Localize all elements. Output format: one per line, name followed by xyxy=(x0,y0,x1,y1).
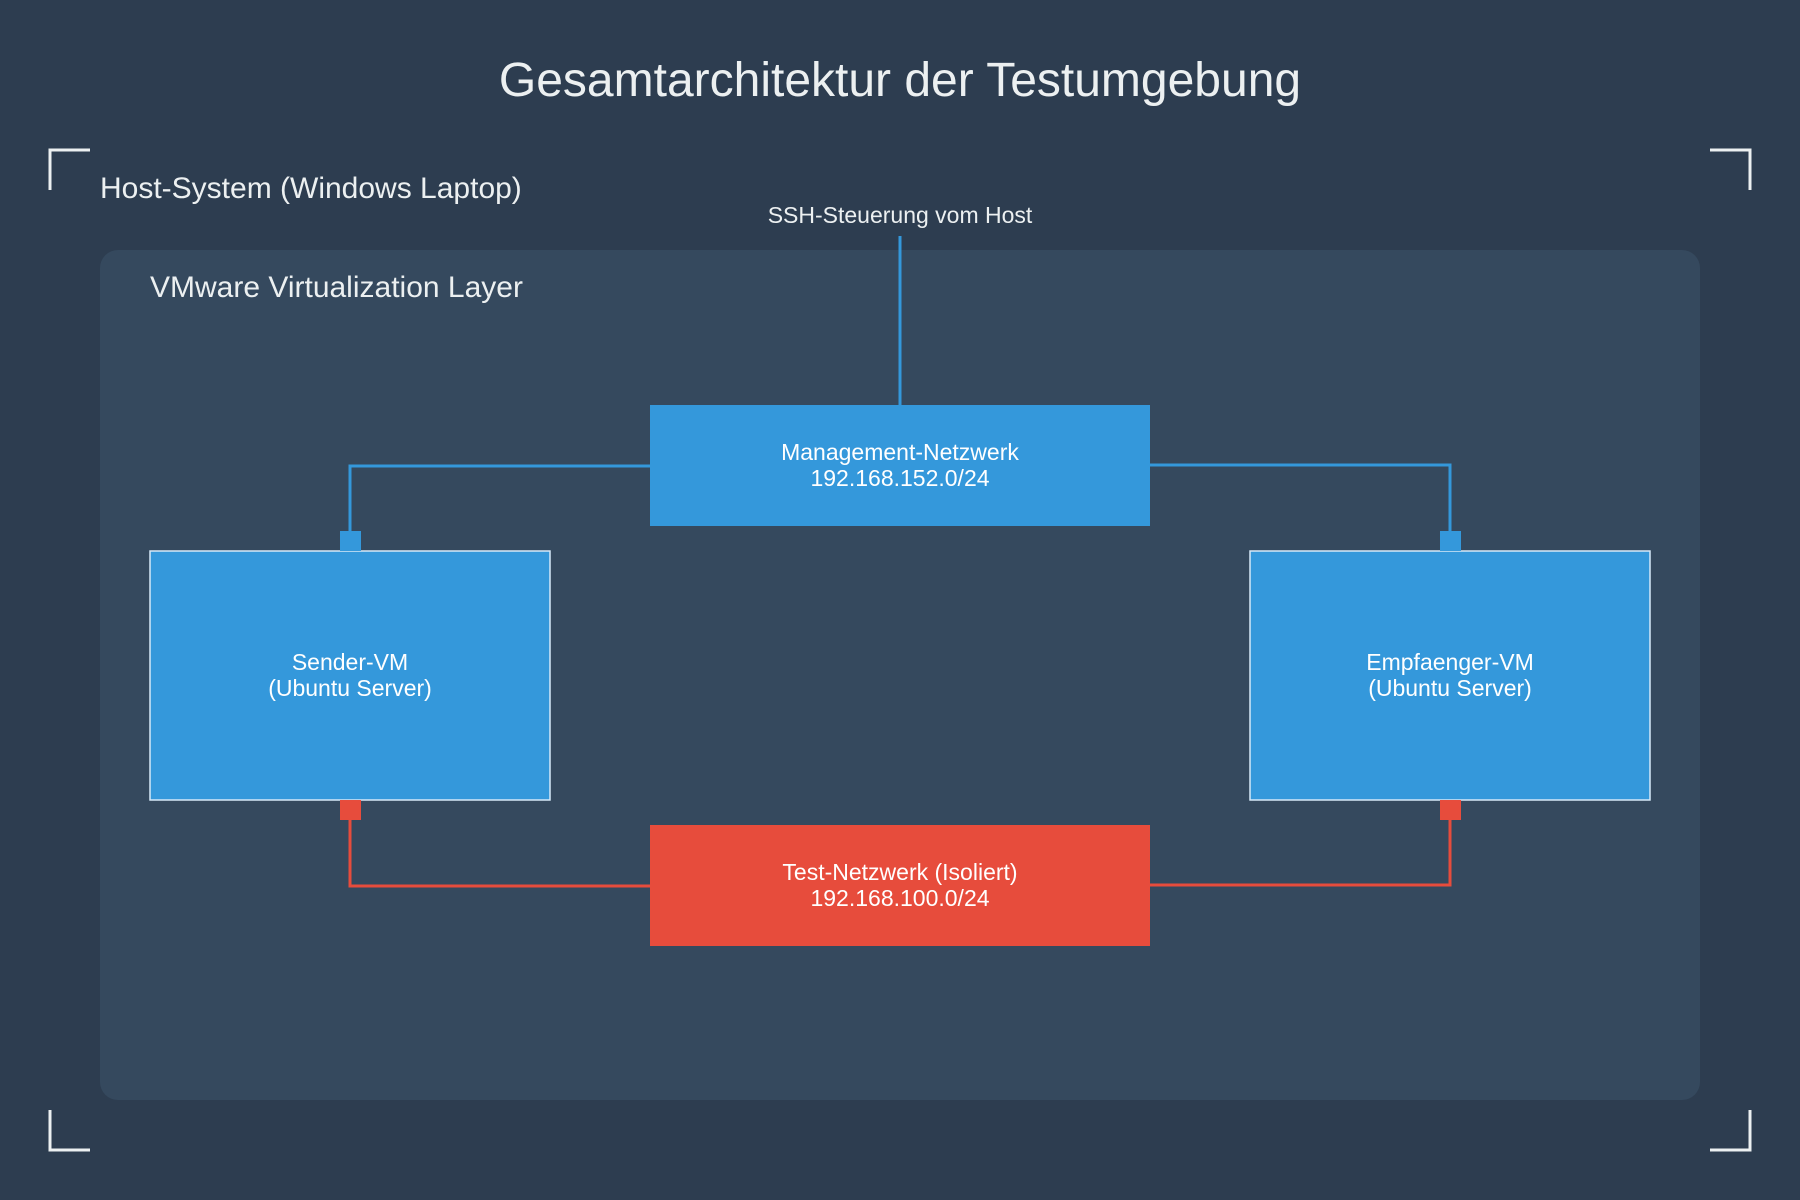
receiver-vm-os: (Ubuntu Server) xyxy=(1368,675,1532,701)
receiver-vm-management-port xyxy=(1440,531,1461,551)
management-link-sender xyxy=(348,464,650,532)
corner-bracket-bottom-right xyxy=(1710,1110,1752,1152)
sender-vm-box[interactable] xyxy=(149,550,551,801)
sender-vm-node[interactable]: Sender-VM (Ubuntu Server) xyxy=(149,531,551,820)
management-network-node[interactable]: Management-Netzwerk 192.168.152.0/24 xyxy=(650,405,1150,526)
ssh-control-label: SSH-Steuerung vom Host xyxy=(768,202,1033,228)
vmware-layer-label: VMware Virtualization Layer xyxy=(150,271,523,304)
sender-vm-os: (Ubuntu Server) xyxy=(268,675,432,701)
management-network-subnet: 192.168.152.0/24 xyxy=(810,465,989,491)
page-title: Gesamtarchitektur der Testumgebung xyxy=(499,54,1301,107)
sender-vm-test-port xyxy=(340,800,361,820)
test-link-receiver xyxy=(1150,818,1452,887)
test-network-name: Test-Netzwerk (Isoliert) xyxy=(782,859,1017,885)
management-link-receiver xyxy=(1150,463,1452,532)
corner-bracket-top-right xyxy=(1710,148,1752,190)
test-link-sender xyxy=(348,818,650,888)
sender-vm-name: Sender-VM xyxy=(292,649,408,675)
test-network-box[interactable] xyxy=(650,825,1150,946)
receiver-vm-node[interactable]: Empfaenger-VM (Ubuntu Server) xyxy=(1249,531,1651,820)
sender-vm-management-port xyxy=(340,531,361,551)
test-network-subnet: 192.168.100.0/24 xyxy=(810,885,989,911)
corner-bracket-top-left xyxy=(48,148,90,190)
receiver-vm-name: Empfaenger-VM xyxy=(1366,649,1533,675)
corner-bracket-bottom-left xyxy=(48,1110,90,1152)
receiver-vm-test-port xyxy=(1440,800,1461,820)
test-network-node[interactable]: Test-Netzwerk (Isoliert) 192.168.100.0/2… xyxy=(650,825,1150,946)
host-system-frame xyxy=(48,148,1752,1152)
host-system-label: Host-System (Windows Laptop) xyxy=(100,172,522,205)
management-network-box[interactable] xyxy=(650,405,1150,526)
management-network-name: Management-Netzwerk xyxy=(781,439,1019,465)
